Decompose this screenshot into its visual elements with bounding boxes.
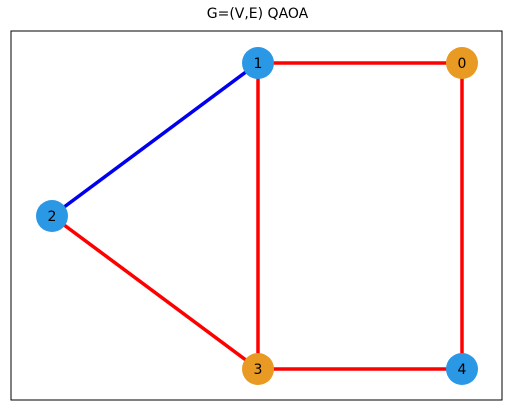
node-0 [446, 47, 478, 79]
edges-layer [50, 61, 464, 371]
node-label-4: 4 [458, 362, 467, 378]
edge-2-3 [50, 214, 260, 371]
node-label-2: 2 [48, 209, 57, 225]
node-label-1: 1 [254, 56, 263, 72]
edge-1-2 [50, 61, 260, 218]
node-label-0: 0 [458, 56, 467, 72]
plot-frame [10, 30, 503, 401]
node-1 [242, 47, 274, 79]
diagram-title: G=(V,E) QAOA [206, 6, 309, 22]
node-label-3: 3 [254, 362, 263, 378]
node-3 [242, 353, 274, 385]
node-4 [446, 353, 478, 385]
nodes-layer: 0 1 2 3 4 [36, 47, 478, 385]
node-2 [36, 200, 68, 232]
